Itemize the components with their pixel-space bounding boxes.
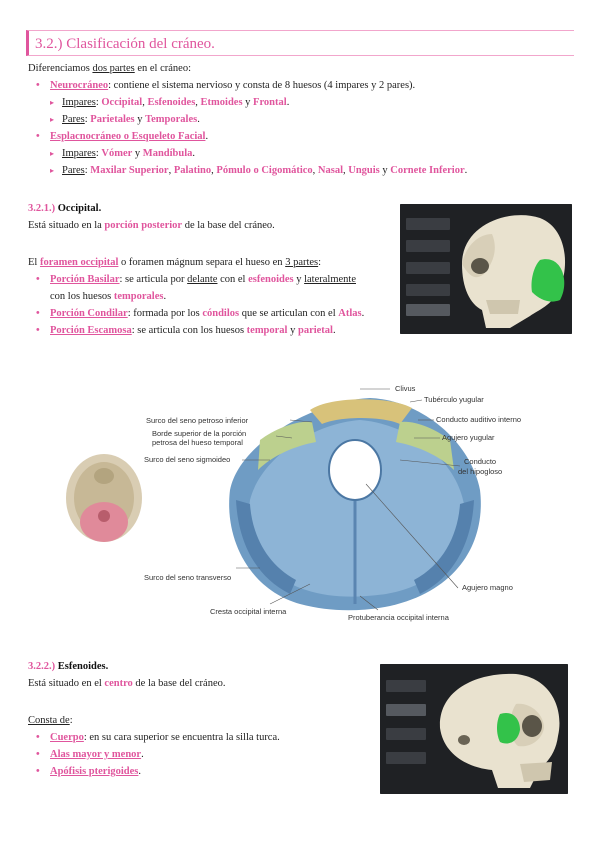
triangle-bullet-icon: ▸ xyxy=(50,166,55,175)
intro-line: Diferenciamos dos partes en el cráneo: xyxy=(28,63,191,74)
esfenoides-skull-image xyxy=(380,664,568,794)
triangle-bullet-icon: ▸ xyxy=(50,149,55,158)
bullet-icon: • xyxy=(36,325,40,336)
occipital-skull-image xyxy=(400,204,572,334)
esfenoides-heading: 3.2.2.) Esfenoides. xyxy=(28,661,109,672)
espl-impares-item: ▸Impares: Vómer y Mandíbula. xyxy=(50,148,196,159)
esfenoides-section: 3.2.2.) Esfenoides. Está situado en el c… xyxy=(28,660,368,782)
section-title-bar: 3.2.) Clasificación del cráneo. xyxy=(26,30,574,56)
skull-side-illustration xyxy=(400,204,572,334)
label-protuberancia-occipital: Protuberancia occipital interna xyxy=(348,613,450,622)
label-surco-sigmoideo: Surco del seno sigmoideo xyxy=(144,455,230,464)
triangle-bullet-icon: ▸ xyxy=(50,115,55,124)
apofisis-item: •Apófisis pterigoides. xyxy=(28,765,368,782)
skull-base-thumbnail xyxy=(66,454,142,542)
porcion-escamosa-item: •Porción Escamosa: se articula con los h… xyxy=(28,324,398,341)
leader-lines xyxy=(236,388,461,611)
classification-block: Diferenciamos dos partes en el cráneo: •… xyxy=(28,62,568,181)
bullet-icon: • xyxy=(36,131,40,142)
porcion-condilar-item: •Porción Condilar: formada por los cóndi… xyxy=(28,307,398,324)
label-tuberculo-yugular: Tubérculo yugular xyxy=(424,395,484,404)
label-surco-transverso: Surco del seno transverso xyxy=(144,573,231,582)
occipital-location: Está situado en la porción posterior de … xyxy=(28,220,275,231)
label-conducto-hipogloso-1: Conducto xyxy=(464,457,496,466)
occipital-heading: 3.2.1.) Occipital. xyxy=(28,203,102,214)
foramen-sentence: El foramen occipital o foramen mágnum se… xyxy=(28,257,322,268)
label-surco-petroso: Surco del seno petroso inferior xyxy=(146,416,249,425)
skull-lateral-illustration xyxy=(380,664,568,794)
neuro-pares-item: ▸Pares: Parietales y Temporales. xyxy=(50,114,200,125)
triangle-bullet-icon: ▸ xyxy=(50,98,55,107)
esplacnocraneo-item: •Esplacnocráneo o Esqueleto Facial. xyxy=(28,130,568,147)
neurocraneo-item: •Neurocráneo: contiene el sistema nervio… xyxy=(28,79,568,96)
label-agujero-yugular: Agujero yugular xyxy=(442,433,495,442)
esfenoides-location: Está situado en el centro de la base del… xyxy=(28,678,226,689)
espl-pares-item: ▸Pares: Maxilar Superior, Palatino, Pómu… xyxy=(50,165,468,176)
bullet-icon: • xyxy=(36,732,40,743)
label-conducto-auditivo: Conducto auditivo interno xyxy=(436,415,521,424)
bullet-icon: • xyxy=(36,80,40,91)
occipital-section: 3.2.1.) Occipital. Está situado en la po… xyxy=(28,202,398,341)
bullet-icon: • xyxy=(36,308,40,319)
label-conducto-hipogloso-2: del hipogloso xyxy=(458,467,502,476)
cuerpo-item: •Cuerpo: en su cara superior se encuentr… xyxy=(28,731,368,748)
label-borde-superior-1: Borde superior de la porción xyxy=(152,429,246,438)
alas-item: •Alas mayor y menor. xyxy=(28,748,368,765)
neuro-impares-item: ▸Impares: Occipital, Esfenoides, Etmoide… xyxy=(50,97,290,108)
consta-de-line: Consta de: xyxy=(28,715,73,726)
label-borde-superior-2: petrosa del hueso temporal xyxy=(152,438,243,447)
label-clivus: Clivus xyxy=(395,384,416,393)
label-cresta-occipital: Cresta occipital interna xyxy=(210,607,287,616)
bullet-icon: • xyxy=(36,749,40,760)
porcion-basilar-cont: con los huesos temporales. xyxy=(50,291,167,302)
occipital-bone-shape xyxy=(229,398,481,611)
label-agujero-magno: Agujero magno xyxy=(462,583,513,592)
bullet-icon: • xyxy=(36,766,40,777)
page-title: 3.2.) Clasificación del cráneo. xyxy=(35,36,215,52)
porcion-basilar-item: •Porción Basilar: se articula por delant… xyxy=(28,273,398,290)
occipital-bone-diagram: Clivus Tubérculo yugular Conducto auditi… xyxy=(60,380,550,630)
occipital-diagram-svg: Clivus Tubérculo yugular Conducto auditi… xyxy=(66,384,521,622)
bullet-icon: • xyxy=(36,274,40,285)
